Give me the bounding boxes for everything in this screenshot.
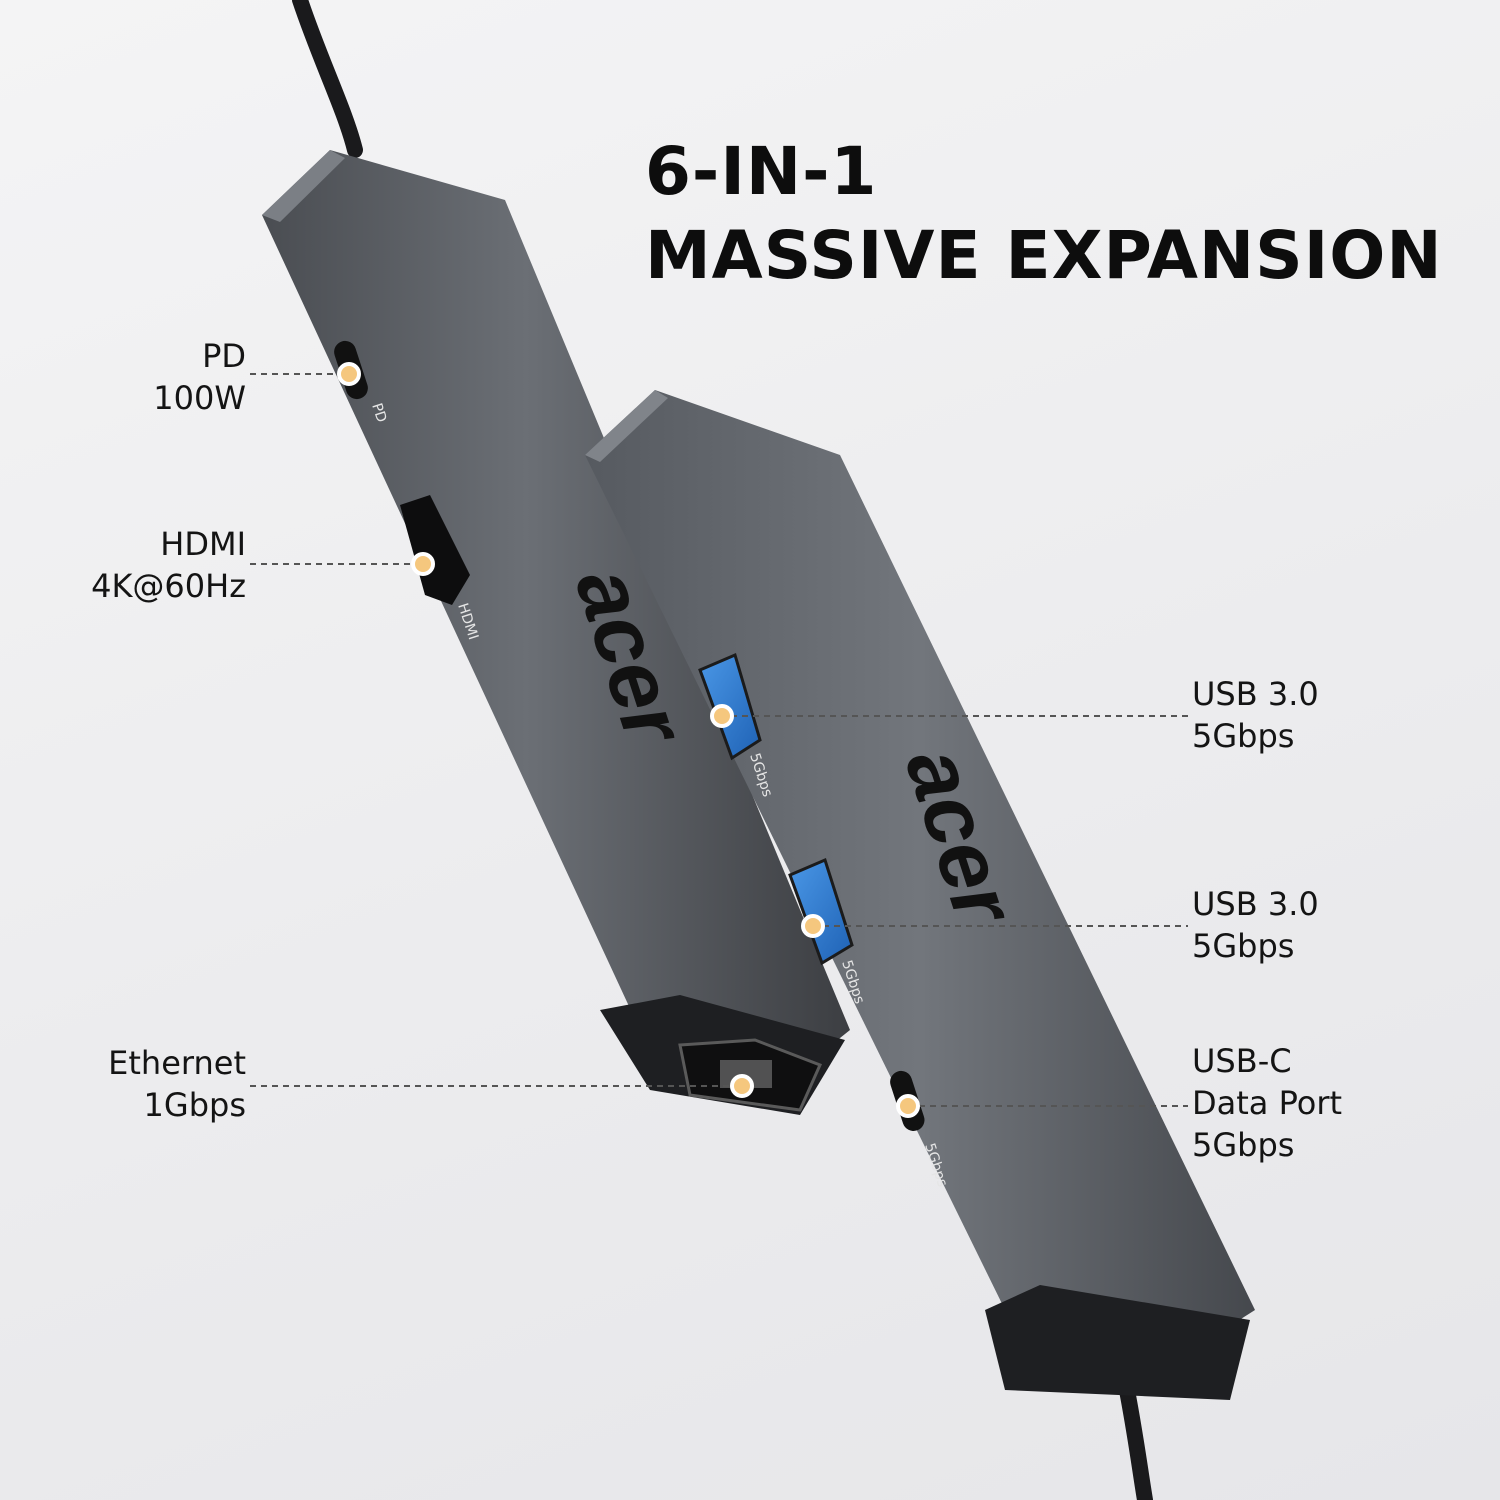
callout-pd: PD 100W <box>153 335 246 419</box>
callout-usb-a-bottom-line2: 5Gbps <box>1192 927 1295 965</box>
callout-usb-a-bottom: USB 3.0 5Gbps <box>1192 883 1319 967</box>
leader-lines <box>250 373 1188 1107</box>
top-cable <box>292 0 363 158</box>
callout-usb-c-line2: Data Port <box>1192 1084 1343 1122</box>
headline-line2: MASSIVE EXPANSION <box>645 217 1443 294</box>
callout-usb-c: USB-C Data Port 5Gbps <box>1192 1040 1342 1166</box>
callout-ethernet-line2: 1Gbps <box>143 1086 246 1124</box>
marker-dots <box>337 362 920 1118</box>
callout-pd-line2: 100W <box>153 379 246 417</box>
callout-ethernet-line1: Ethernet <box>108 1044 246 1082</box>
ethernet-port <box>678 1038 823 1112</box>
callout-pd-line1: PD <box>202 337 246 375</box>
callout-usb-a-bottom-line1: USB 3.0 <box>1192 885 1319 923</box>
pd-port-label: PD <box>368 401 389 424</box>
callout-hdmi-line1: HDMI <box>160 525 246 563</box>
callout-usb-a-top-line1: USB 3.0 <box>1192 675 1319 713</box>
callout-ethernet: Ethernet 1Gbps <box>108 1042 246 1126</box>
bottom-cable <box>1117 1372 1153 1500</box>
callout-usb-a-top-line2: 5Gbps <box>1192 717 1295 755</box>
callout-hdmi: HDMI 4K@60Hz <box>91 523 246 607</box>
callout-usb-a-top: USB 3.0 5Gbps <box>1192 673 1319 757</box>
headline-line1: 6-IN-1 <box>645 133 878 210</box>
callout-usb-c-line3: 5Gbps <box>1192 1126 1295 1164</box>
callout-hdmi-line2: 4K@60Hz <box>91 567 246 605</box>
callout-usb-c-line1: USB-C <box>1192 1042 1292 1080</box>
headline: 6-IN-1 MASSIVE EXPANSION <box>645 130 1443 298</box>
hdmi-port <box>400 495 470 605</box>
usb-a-port-top <box>698 652 762 761</box>
